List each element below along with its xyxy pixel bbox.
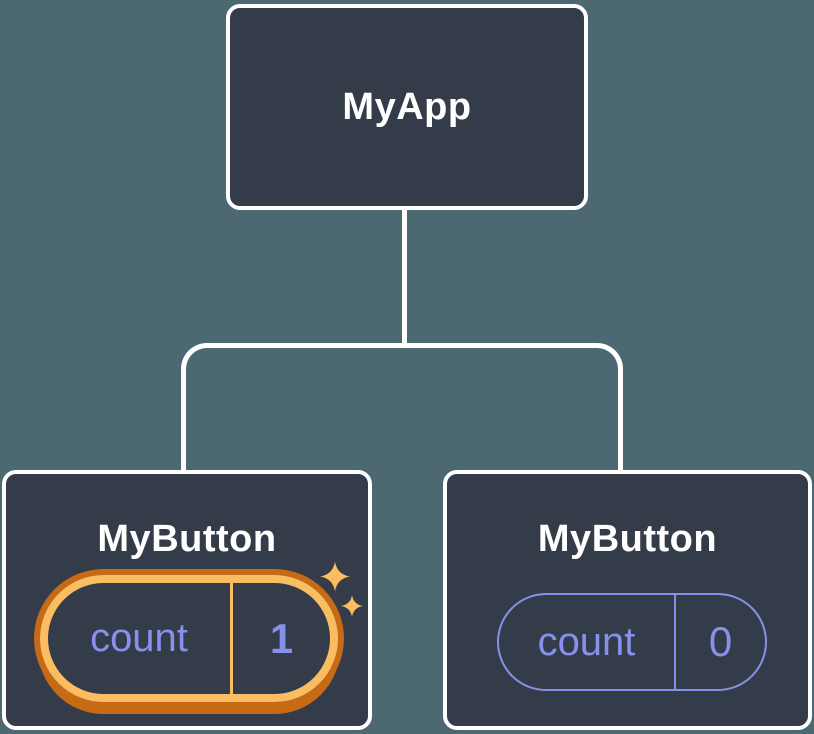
child-node-mybutton-2: MyButton count 0 [443,470,812,730]
pill-divider [230,583,233,694]
state-pill: count 0 [497,593,767,691]
state-pill-highlighted: count 1 [40,575,338,702]
root-node-myapp: MyApp [226,4,588,210]
connector-bracket [181,343,623,470]
state-value: 0 [708,618,733,665]
state-key: count [537,619,636,664]
child-node-label: MyButton [97,518,277,560]
child-node-label: MyButton [537,518,718,560]
root-node-label: MyApp [342,85,472,128]
child-node-mybutton-1: MyButton count 1 [2,470,372,730]
pill-divider [674,595,676,689]
sparkle-icon [341,595,363,617]
state-value: 1 [269,614,294,662]
state-key: count [90,616,188,660]
sparkle-icon [320,561,350,592]
connector-stem [402,208,407,346]
